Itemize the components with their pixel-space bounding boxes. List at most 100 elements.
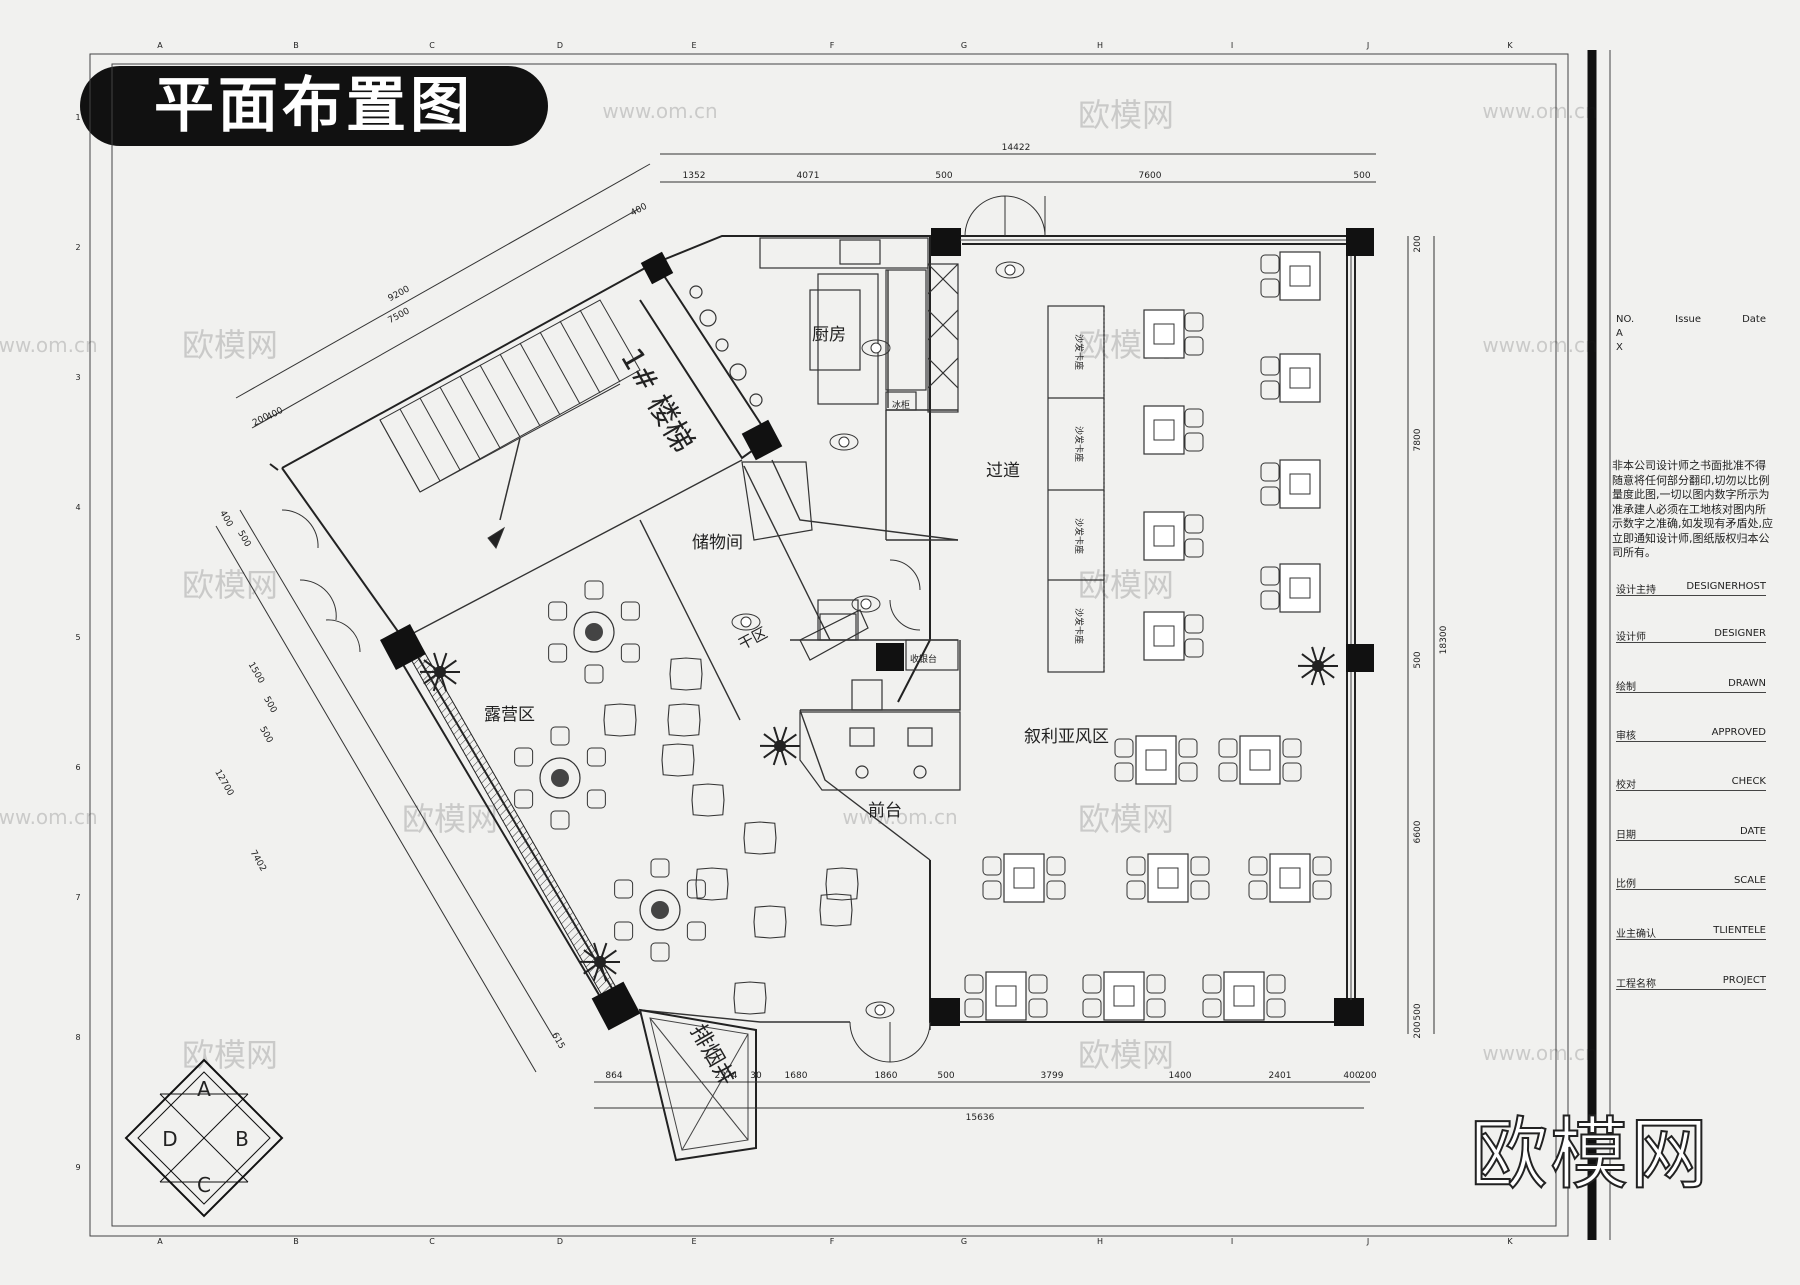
title-block-divider [1616, 889, 1766, 890]
compass-marker [124, 1058, 284, 1218]
title-block-row: 设计主持 DESIGNERHOST [1616, 581, 1766, 596]
chair [514, 789, 534, 809]
watermark-text: 欧模网 [1078, 1036, 1174, 1074]
chair [1184, 336, 1204, 356]
glazing [960, 239, 1352, 1000]
dimension-value: 7500 [387, 306, 412, 326]
dimension-value: 400 [629, 202, 649, 219]
dimension-value: 15636 [966, 1113, 995, 1123]
table-set [1143, 511, 1204, 561]
table-set [1202, 971, 1286, 1021]
person-figure [861, 339, 891, 357]
title-block-row-cn: 绘制 [1616, 682, 1636, 693]
issue-date: Date [1742, 314, 1766, 325]
chair [550, 726, 570, 746]
dimension-lines [215, 153, 1435, 1109]
grid-letter: A [157, 1237, 163, 1246]
dimension-value: 1860 [875, 1071, 898, 1081]
dimension-value: 500 [1413, 651, 1423, 668]
title-block-row-en: TLIENTELE [1713, 925, 1766, 936]
stone [669, 657, 703, 691]
chair [1126, 880, 1146, 900]
chair [1260, 356, 1280, 376]
title-block-row-en: DATE [1739, 826, 1766, 837]
person-figure [829, 433, 859, 451]
camping-round-tables [514, 580, 706, 962]
chair [1202, 998, 1222, 1018]
chair [1260, 278, 1280, 298]
table-set [1143, 309, 1204, 359]
chair [650, 858, 670, 878]
dimension-value: 18300 [1439, 625, 1449, 654]
dimension-value: 7600 [1139, 171, 1162, 181]
title-block-row-cn: 校对 [1616, 780, 1636, 791]
title-block-row-en: SCALE [1733, 875, 1766, 886]
chair [1282, 762, 1302, 782]
chair [1248, 856, 1268, 876]
booth-label: 沙发卡座 [1073, 518, 1085, 554]
grid-letter: F [830, 1237, 835, 1246]
grid-letter: I [1231, 41, 1233, 50]
grid-number: 3 [75, 373, 80, 382]
booth-label: 沙发卡座 [1073, 426, 1085, 462]
dining-tables [964, 251, 1332, 1021]
dimension-value: 6600 [1413, 820, 1423, 843]
person-figure [995, 261, 1025, 279]
watermark-text: 欧模网 [1078, 566, 1174, 604]
decorative-stones [603, 657, 859, 1015]
grid-letter: C [429, 1237, 435, 1246]
title-block-row-en: CHECK [1731, 776, 1766, 787]
chair [514, 747, 534, 767]
chair [1260, 462, 1280, 482]
grid-number: 4 [75, 503, 80, 512]
watermark-text: 欧模网 [182, 326, 278, 364]
watermark-url: www.om.cn [842, 805, 957, 829]
grid-letter: A [157, 41, 163, 50]
title-block-row-cn: 设计师 [1616, 632, 1646, 643]
chair [1184, 614, 1204, 634]
grid-letter: B [293, 1237, 299, 1246]
chair [614, 879, 634, 899]
room-label-syria-zone: 叙利亚风区 [1024, 727, 1109, 747]
chair [614, 921, 634, 941]
chair [1178, 738, 1198, 758]
grid-letter: B [293, 41, 299, 50]
title-block-row-en: DESIGNERHOST [1686, 581, 1766, 592]
plant [579, 942, 620, 982]
chair [1260, 254, 1280, 274]
dimension-value: 400 [217, 509, 234, 529]
kitchen-equipment [689, 237, 959, 711]
chair [1114, 762, 1134, 782]
watermark-url: www.om.cn [602, 99, 717, 123]
plant [759, 726, 800, 766]
dimension-value: 3799 [1041, 1071, 1064, 1081]
chair [650, 942, 670, 962]
room-label-camping: 露营区 [484, 705, 535, 725]
round-table-set [548, 580, 640, 684]
title-block-row-cn: 工程名称 [1616, 979, 1656, 990]
grid-letter: G [961, 1237, 967, 1246]
dimension-value: 500 [1353, 171, 1370, 181]
plant [419, 652, 460, 692]
dimension-value: 1400 [1169, 1071, 1192, 1081]
page-title: 平面布置图 [80, 66, 548, 146]
person-figure [731, 613, 761, 631]
chair [1146, 998, 1166, 1018]
grid-letter: H [1097, 1237, 1103, 1246]
watermark-text: 欧模网 [1078, 96, 1174, 134]
chair [584, 664, 604, 684]
title-block-row-cn: 设计主持 [1616, 585, 1656, 596]
dimension-value: 1500 [246, 661, 266, 686]
dimension-value: 864 [605, 1071, 622, 1081]
chair [548, 601, 568, 621]
chair [1266, 998, 1286, 1018]
booth-bench [1047, 305, 1105, 673]
chair [1082, 974, 1102, 994]
issue-row-a: A [1616, 328, 1623, 339]
chair [1184, 638, 1204, 658]
grid-number: 1 [75, 113, 80, 122]
